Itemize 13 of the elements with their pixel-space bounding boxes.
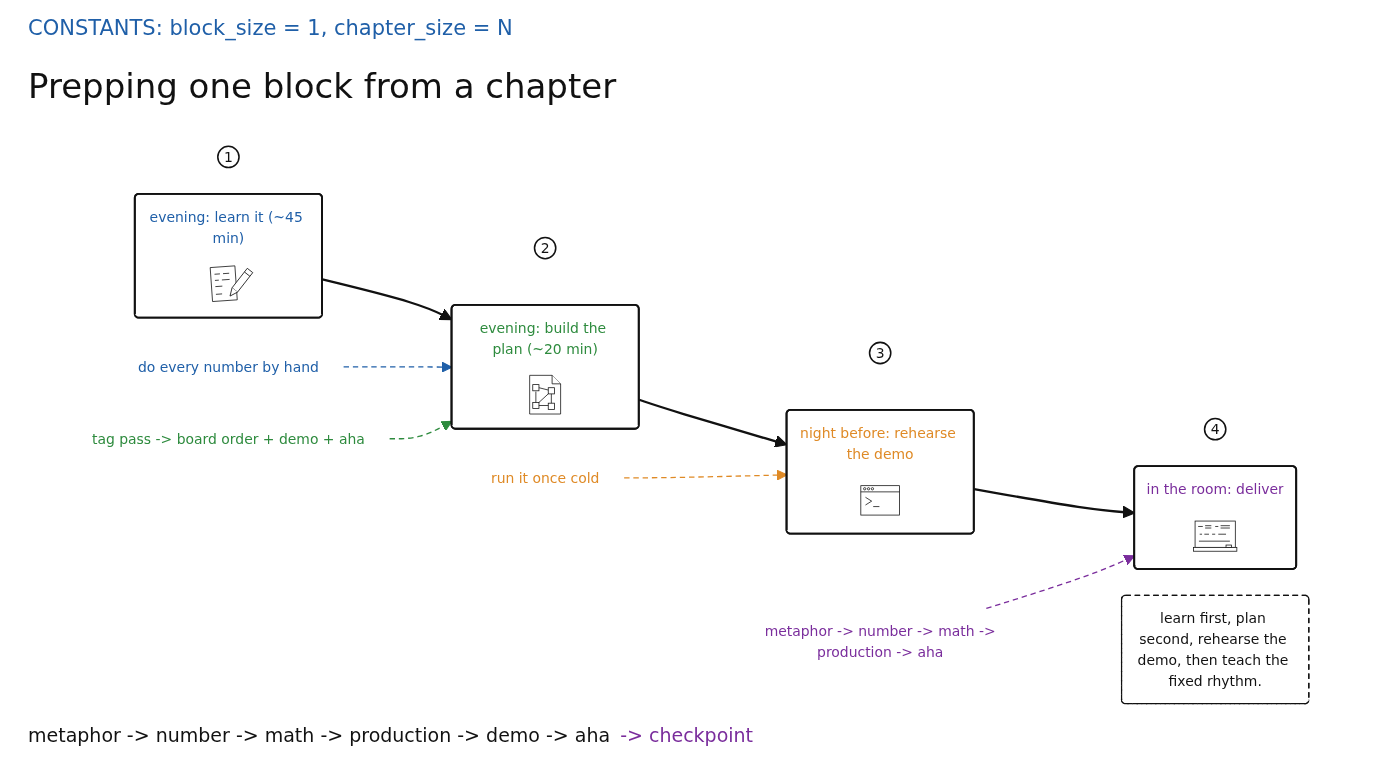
sequence-text: metaphor -> number -> math -> production -> demo -> aha [28, 724, 611, 746]
node-text: do every number by hand [137, 358, 319, 375]
node-circle: 1 [217, 145, 240, 169]
node-text: tag pass -> board order + demo + aha [91, 430, 365, 447]
arrow [388, 420, 453, 440]
node-circle: 4 [1203, 417, 1227, 441]
node-text: metaphor -> number -> math -> production -> aha [764, 623, 996, 661]
node-text: run it once cold [490, 469, 600, 486]
node-circle: 3 [868, 341, 892, 365]
constants-note: CONSTANTS: block_size = 1, chapter_size = N [28, 16, 513, 40]
sequence-text: -> checkpoint [620, 724, 754, 746]
diagram-title: Prepping one block from a chapter [28, 66, 617, 106]
node-circle: 2 [533, 236, 557, 260]
